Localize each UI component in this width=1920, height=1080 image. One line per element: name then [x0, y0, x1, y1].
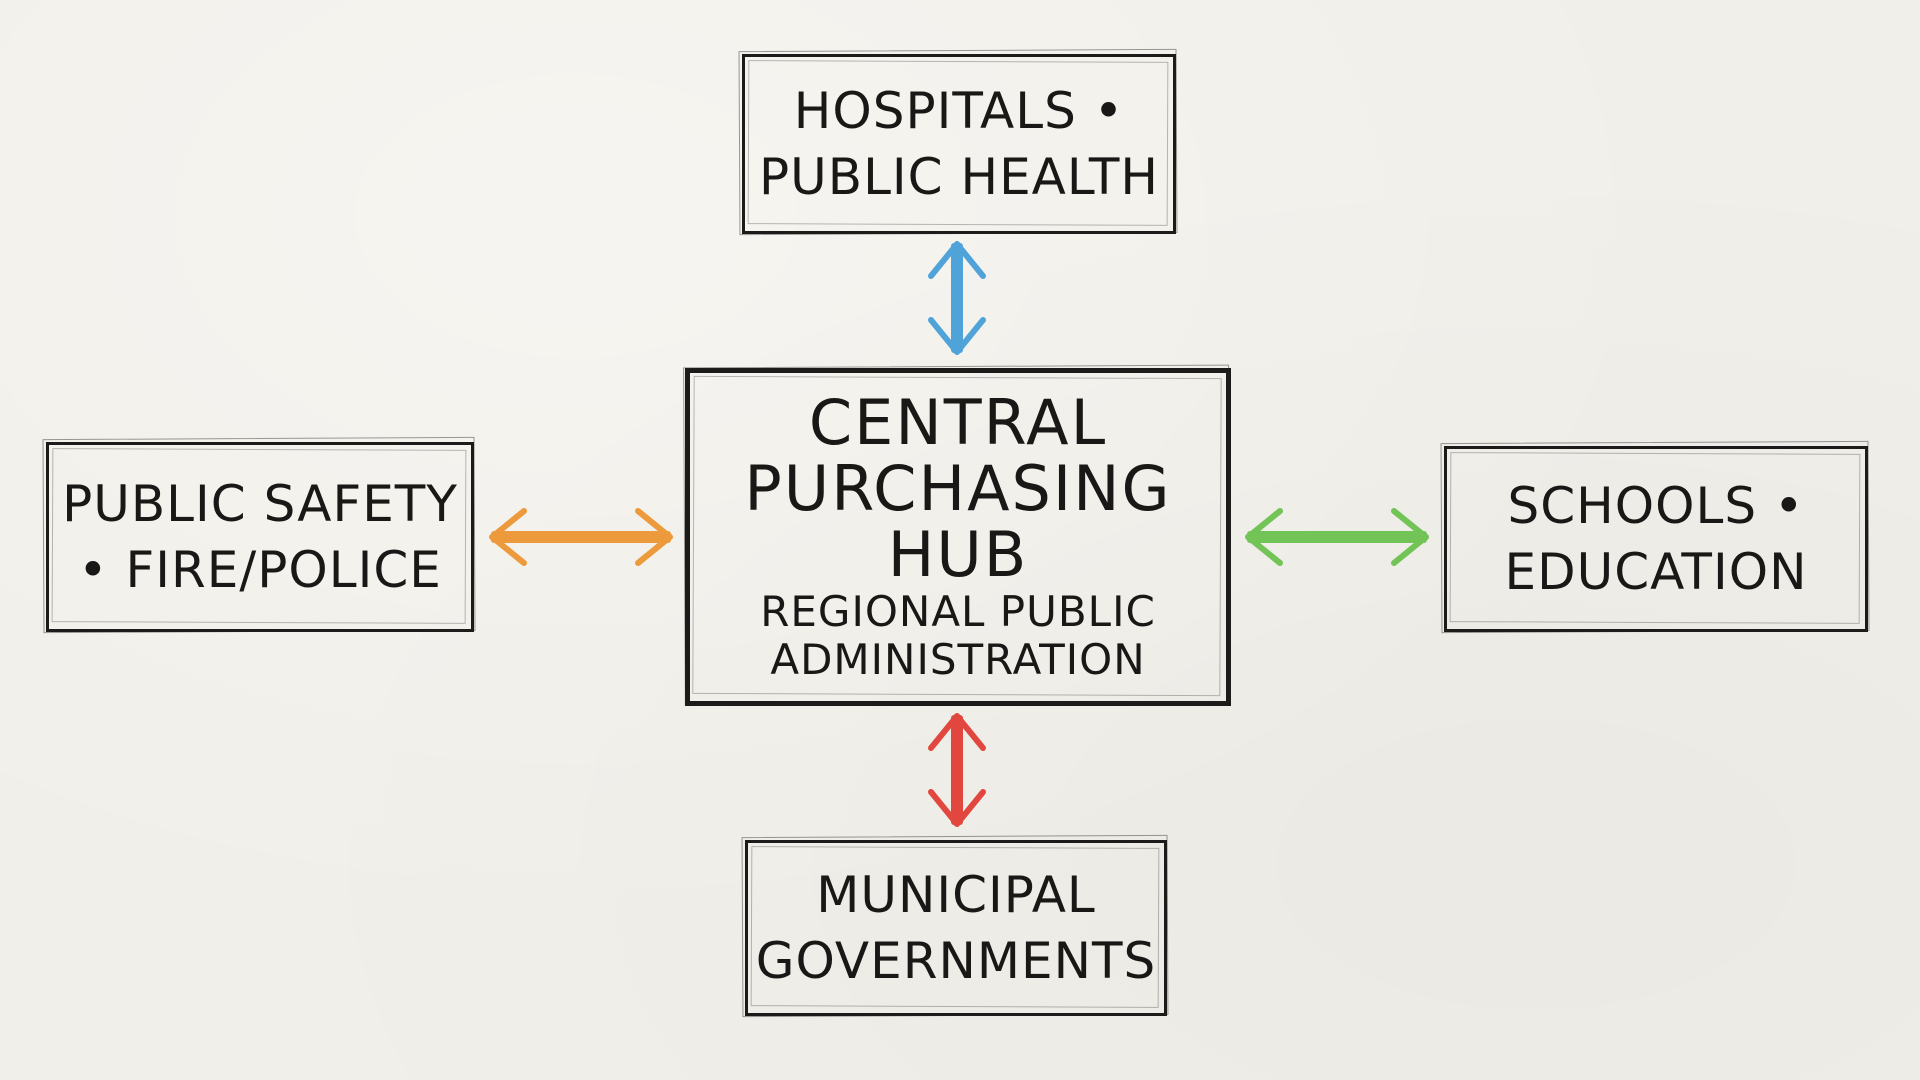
node-label-line: PUBLIC HEALTH	[759, 148, 1159, 206]
node-label-line: GOVERNMENTS	[755, 932, 1157, 990]
double-arrow-icon-orange	[489, 508, 673, 566]
node-label-line: EDUCATION	[1504, 543, 1808, 601]
hub-title-line: CENTRAL	[808, 386, 1108, 459]
double-arrow-icon-red	[928, 713, 986, 827]
node-label-line: SCHOOLS •	[1507, 477, 1805, 535]
hub-subtitle-line: ADMINISTRATION	[770, 635, 1146, 684]
node-public-safety-fire-police[interactable]: PUBLIC SAFETY • FIRE/POLICE	[46, 442, 474, 632]
central-purchasing-hub[interactable]: CENTRAL PURCHASING HUB REGIONAL PUBLIC A…	[685, 368, 1231, 706]
double-arrow-icon-green	[1245, 508, 1429, 566]
hub-title-line: HUB	[887, 518, 1029, 591]
node-label-line: MUNICIPAL	[816, 866, 1096, 924]
node-municipal-governments[interactable]: MUNICIPAL GOVERNMENTS	[745, 840, 1167, 1016]
node-label-line: PUBLIC SAFETY	[62, 475, 458, 533]
node-label-line: HOSPITALS •	[793, 82, 1125, 140]
node-label-line: • FIRE/POLICE	[78, 541, 442, 599]
double-arrow-icon-blue	[928, 241, 986, 355]
hub-subtitle-line: REGIONAL PUBLIC	[760, 587, 1156, 636]
hub-title-line: PURCHASING	[744, 452, 1172, 525]
node-hospitals-public-health[interactable]: HOSPITALS • PUBLIC HEALTH	[742, 54, 1176, 234]
node-schools-education[interactable]: SCHOOLS • EDUCATION	[1444, 446, 1868, 632]
